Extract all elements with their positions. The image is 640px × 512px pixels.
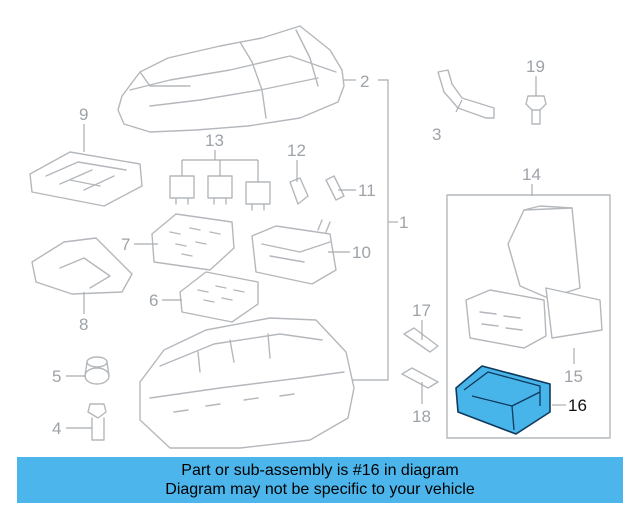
info-banner: Part or sub-assembly is #16 in diagram D… xyxy=(17,457,623,503)
callout-9: 9 xyxy=(79,105,88,124)
callout-6: 6 xyxy=(149,291,158,310)
callout-7: 7 xyxy=(121,235,130,254)
callout-numbers: 2 1 9 13 12 11 7 10 6 8 5 4 3 19 14 15 1… xyxy=(52,57,587,438)
part-2-cover xyxy=(117,25,345,133)
callout-3: 3 xyxy=(432,125,441,144)
callout-13: 13 xyxy=(205,131,224,150)
part-6-block xyxy=(179,271,259,323)
part-12-fuse xyxy=(289,177,309,205)
part-10-box xyxy=(251,219,337,285)
callout-19: 19 xyxy=(526,57,545,76)
banner-line-2: Diagram may not be specific to your vehi… xyxy=(165,481,475,498)
part-15-assembly xyxy=(465,205,603,349)
callout-18: 18 xyxy=(412,407,431,426)
callout-1: 1 xyxy=(399,213,408,232)
part-7-block xyxy=(151,213,235,271)
part-16-cover-highlighted xyxy=(455,365,551,435)
banner-line-1: Part or sub-assembly is #16 in diagram xyxy=(181,462,459,479)
callout-5: 5 xyxy=(52,367,61,386)
part-13-relays xyxy=(169,175,271,211)
callout-17: 17 xyxy=(412,301,431,320)
part-1-lower-box xyxy=(139,317,355,449)
callout-8: 8 xyxy=(79,315,88,334)
callout-2: 2 xyxy=(360,72,369,91)
callout-16: 16 xyxy=(568,396,587,415)
part-11-fuse xyxy=(325,175,345,201)
part-3-bracket xyxy=(437,69,495,119)
parts-diagram: 2 1 9 13 12 11 7 10 6 8 5 4 3 19 14 15 1… xyxy=(29,25,611,449)
part-9-block xyxy=(29,151,143,207)
part-5-grommet xyxy=(84,356,110,385)
callout-12: 12 xyxy=(287,141,306,160)
part-19-bolt xyxy=(525,95,547,125)
callout-4: 4 xyxy=(52,419,61,438)
callout-11: 11 xyxy=(358,181,376,200)
callout-15: 15 xyxy=(564,367,583,386)
callout-10: 10 xyxy=(352,243,371,262)
leader-lines xyxy=(66,76,575,429)
part-18-fuse xyxy=(401,367,439,389)
part-8-plate xyxy=(31,237,133,295)
part-17-fuse xyxy=(403,327,439,353)
callout-14: 14 xyxy=(522,165,541,184)
part-4-bolt xyxy=(87,403,107,441)
